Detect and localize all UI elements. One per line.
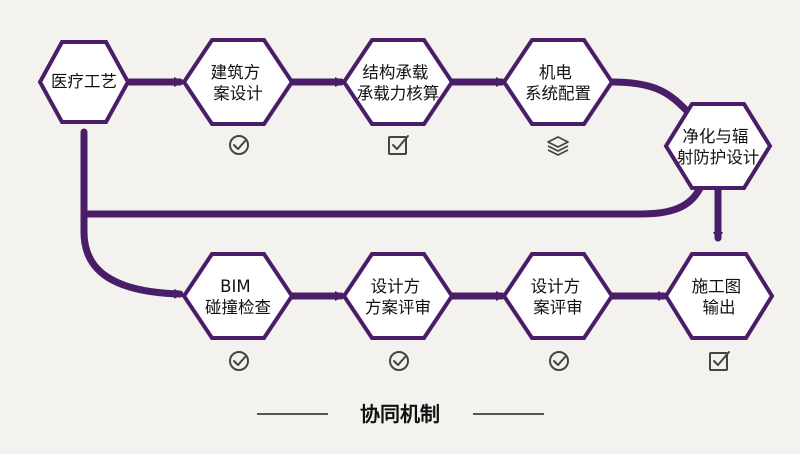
connectors bbox=[80, 77, 723, 301]
svg-text:建筑方 案设计: 建筑方 案设计 bbox=[211, 63, 266, 103]
check-square-icon bbox=[388, 135, 409, 155]
process-node-6: BIM 碰撞检查 bbox=[181, 252, 295, 340]
node-8-label-line-2: 案评审 bbox=[533, 298, 583, 317]
process-node-2: 建筑方 案设计 bbox=[181, 38, 295, 126]
node-4-label-line-2: 系统配置 bbox=[525, 84, 591, 103]
node-5-label-line-2: 射防护设计 bbox=[677, 148, 760, 167]
node-6-label-line-1: BIM bbox=[220, 277, 250, 296]
check-circle-icon bbox=[229, 135, 249, 155]
svg-text:设计方 案评审: 设计方 案评审 bbox=[531, 277, 586, 317]
caption: 协同机制 bbox=[257, 402, 544, 426]
connector-n1-n6 bbox=[80, 128, 184, 299]
svg-text:设计方 方案评审: 设计方 方案评审 bbox=[365, 277, 431, 317]
node-4-label-line-1: 机电 bbox=[539, 63, 572, 82]
process-node-5: 净化与辐 射防护设计 bbox=[663, 102, 773, 190]
node-2-label-line-2: 案设计 bbox=[213, 84, 263, 103]
node-9-label-line-2: 输出 bbox=[703, 298, 736, 317]
node-5-label-line-1: 净化与辐 bbox=[682, 127, 748, 146]
svg-text:医疗工艺: 医疗工艺 bbox=[51, 72, 117, 91]
check-circle-icon bbox=[549, 351, 569, 371]
svg-text:BIM 碰撞检查: BIM 碰撞检查 bbox=[205, 277, 271, 317]
svg-text:机电 系统配置: 机电 系统配置 bbox=[525, 63, 591, 103]
connector-n4-n5 bbox=[608, 78, 694, 118]
layers-icon bbox=[547, 136, 569, 156]
node-9-label-line-1: 施工图 bbox=[692, 277, 742, 296]
svg-text:施工图 输出: 施工图 输出 bbox=[692, 277, 747, 317]
process-node-8: 设计方 案评审 bbox=[501, 252, 615, 340]
node-3-label-line-2: 承载力核算 bbox=[357, 84, 440, 103]
node-1-label: 医疗工艺 bbox=[51, 72, 117, 91]
node-3-label-line-1: 结构承载 bbox=[362, 63, 428, 82]
process-node-4: 机电 系统配置 bbox=[501, 38, 615, 126]
connector-n5-return-line bbox=[80, 184, 704, 218]
check-circle-icon bbox=[229, 351, 249, 371]
caption-title: 协同机制 bbox=[360, 402, 440, 426]
svg-text:结构承载 承载力核算: 结构承载 承载力核算 bbox=[357, 63, 440, 103]
node-6-label-line-2: 碰撞检查 bbox=[205, 298, 271, 317]
node-7-label-line-1: 设计方 bbox=[371, 277, 421, 296]
check-circle-icon bbox=[389, 351, 409, 371]
svg-text:净化与辐 射防护设计: 净化与辐 射防护设计 bbox=[677, 127, 760, 167]
process-node-9: 施工图 输出 bbox=[663, 252, 775, 340]
check-square-icon bbox=[709, 351, 730, 371]
node-8-label-line-1: 设计方 bbox=[531, 277, 581, 296]
node-7-label-line-2: 方案评审 bbox=[365, 298, 431, 317]
process-node-7: 设计方 方案评审 bbox=[341, 252, 455, 340]
process-node-1: 医疗工艺 bbox=[37, 40, 131, 124]
process-node-3: 结构承载 承载力核算 bbox=[341, 38, 455, 126]
node-2-label-line-1: 建筑方 bbox=[211, 63, 261, 82]
